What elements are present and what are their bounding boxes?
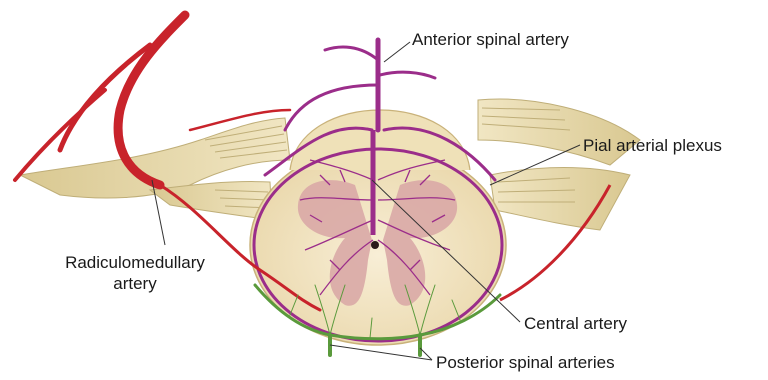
label-pial-arterial-plexus: Pial arterial plexus [583, 135, 722, 156]
label-radiculomedullary-line1: Radiculomedullary [40, 252, 230, 273]
label-central-artery: Central artery [524, 313, 627, 334]
label-radiculomedullary-artery: Radiculomedullary artery [40, 252, 230, 294]
leader-anterior-spinal [384, 42, 410, 62]
leader-posterior-left [330, 345, 432, 360]
right-nerve-roots [478, 99, 640, 230]
central-canal [371, 241, 379, 249]
label-radiculomedullary-line2: artery [40, 273, 230, 294]
label-anterior-spinal-artery: Anterior spinal artery [412, 29, 569, 50]
label-posterior-spinal-arteries: Posterior spinal arteries [436, 352, 615, 373]
